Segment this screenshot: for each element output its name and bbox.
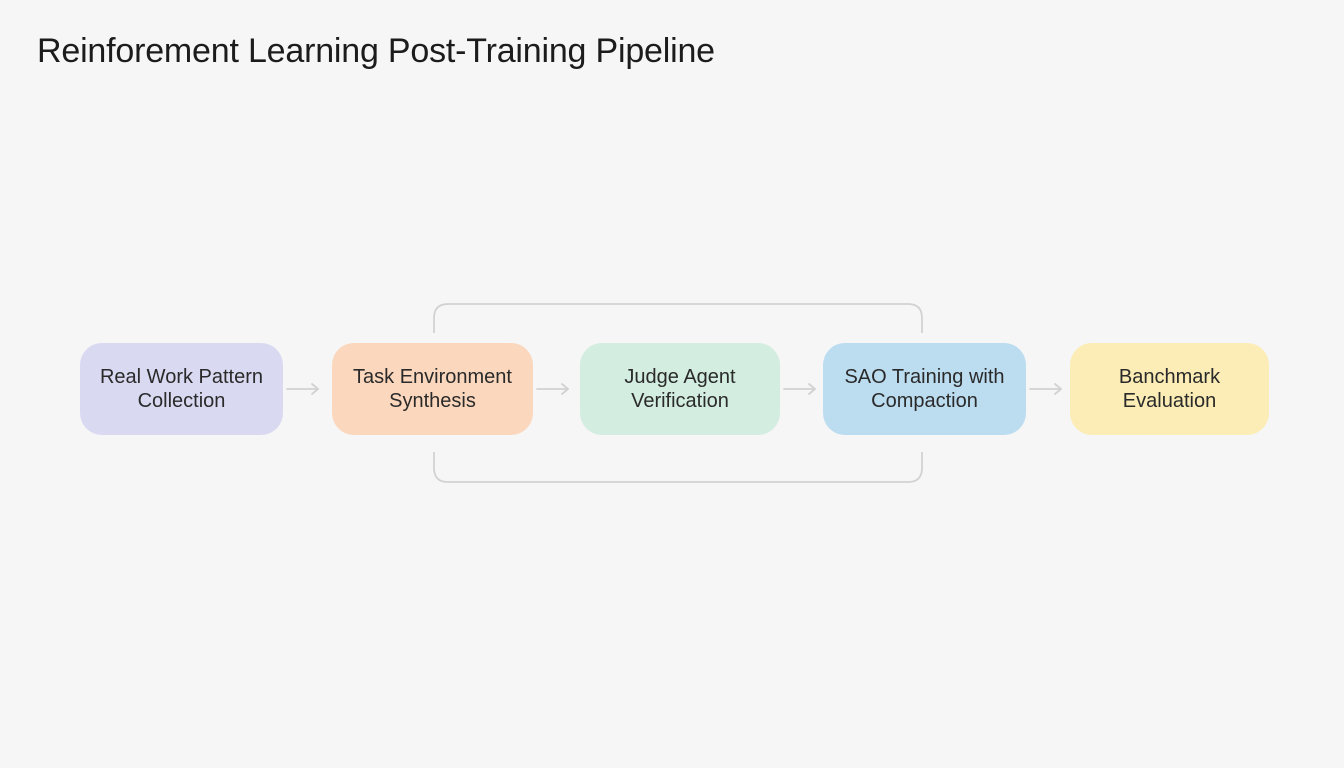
loop-bracket-bottom	[433, 452, 923, 483]
arrow-3	[783, 383, 816, 395]
loop-bracket-top	[433, 303, 923, 333]
arrow-1	[286, 383, 319, 395]
step-sao-training-with-compaction: SAO Training with Compaction	[823, 343, 1026, 435]
step-real-work-pattern-collection: Real Work Pattern Collection	[80, 343, 283, 435]
step-judge-agent-verification: Judge Agent Verification	[580, 343, 780, 435]
arrow-4	[1029, 383, 1062, 395]
arrow-2	[536, 383, 569, 395]
page-title: Reinforement Learning Post-Training Pipe…	[37, 32, 715, 70]
step-benchmark-evaluation: Banchmark Evaluation	[1070, 343, 1269, 435]
step-task-environment-synthesis: Task Environment Synthesis	[332, 343, 533, 435]
